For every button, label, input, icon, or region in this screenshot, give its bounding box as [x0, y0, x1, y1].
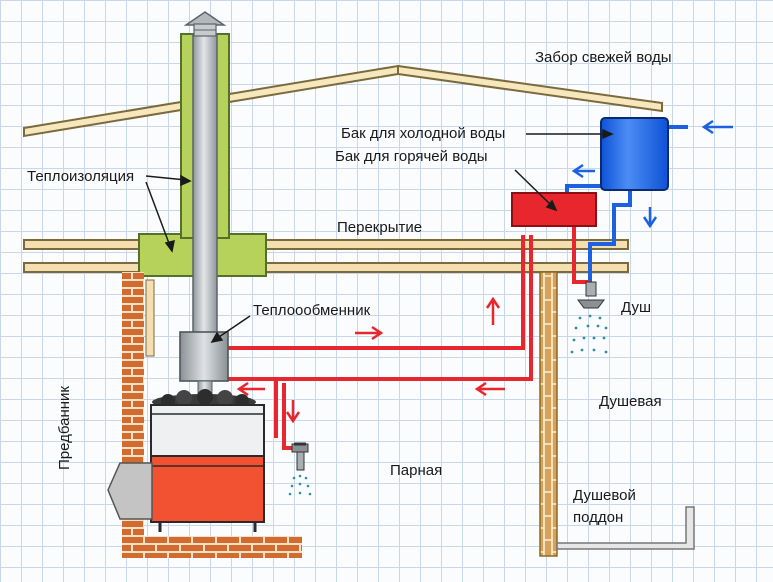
flow-arrow-up	[485, 296, 501, 325]
shower-head	[577, 281, 605, 309]
shower-tray	[556, 506, 695, 550]
flow-arrow-down	[285, 400, 301, 424]
ceiling-beams	[23, 239, 629, 273]
label-cold-water-tank: Бак для холодной воды	[341, 125, 506, 142]
label-ceiling: Перекрытие	[337, 219, 423, 236]
shower-spray	[570, 314, 608, 354]
tap-water-spray	[288, 474, 312, 496]
chimney-cap	[183, 11, 227, 37]
intake-arrow	[701, 119, 733, 135]
hot-flow-arrows	[236, 296, 505, 424]
steam-room-tap	[291, 442, 309, 471]
label-insulation: Теплоизоляция	[27, 168, 135, 185]
chimney-pipe	[192, 33, 218, 335]
flow-arrow-right	[355, 325, 384, 341]
hot-water-pipes	[228, 225, 576, 450]
label-shower-tray-line2: поддон	[573, 509, 624, 526]
label-heat-exchanger: Теплоообменник	[253, 302, 371, 319]
label-hot-water-tank: Бак для горячей воды	[335, 148, 488, 165]
label-shower-tray-line1: Душевой	[573, 487, 636, 504]
wall-post	[145, 279, 155, 357]
cold-flow-arrows	[571, 119, 733, 229]
brick-base	[122, 536, 302, 558]
flow-arrow-left	[236, 381, 265, 397]
mixer-pipe	[572, 225, 590, 284]
label-fresh-water-intake: Забор свежей воды	[535, 49, 672, 66]
label-shower: Душ	[621, 299, 652, 316]
flow-arrow-left-2	[474, 381, 505, 397]
cold-water-tank	[600, 117, 669, 191]
cold-arrow-left	[571, 163, 595, 179]
label-shower-room: Душевая	[599, 393, 662, 410]
label-steam-room: Парная	[390, 462, 443, 479]
cold-arrow-down	[642, 207, 658, 229]
shower-wall	[539, 271, 558, 557]
label-changing-room: Предбанник	[56, 386, 73, 470]
leader-lines	[145, 128, 614, 344]
stove	[107, 389, 265, 532]
